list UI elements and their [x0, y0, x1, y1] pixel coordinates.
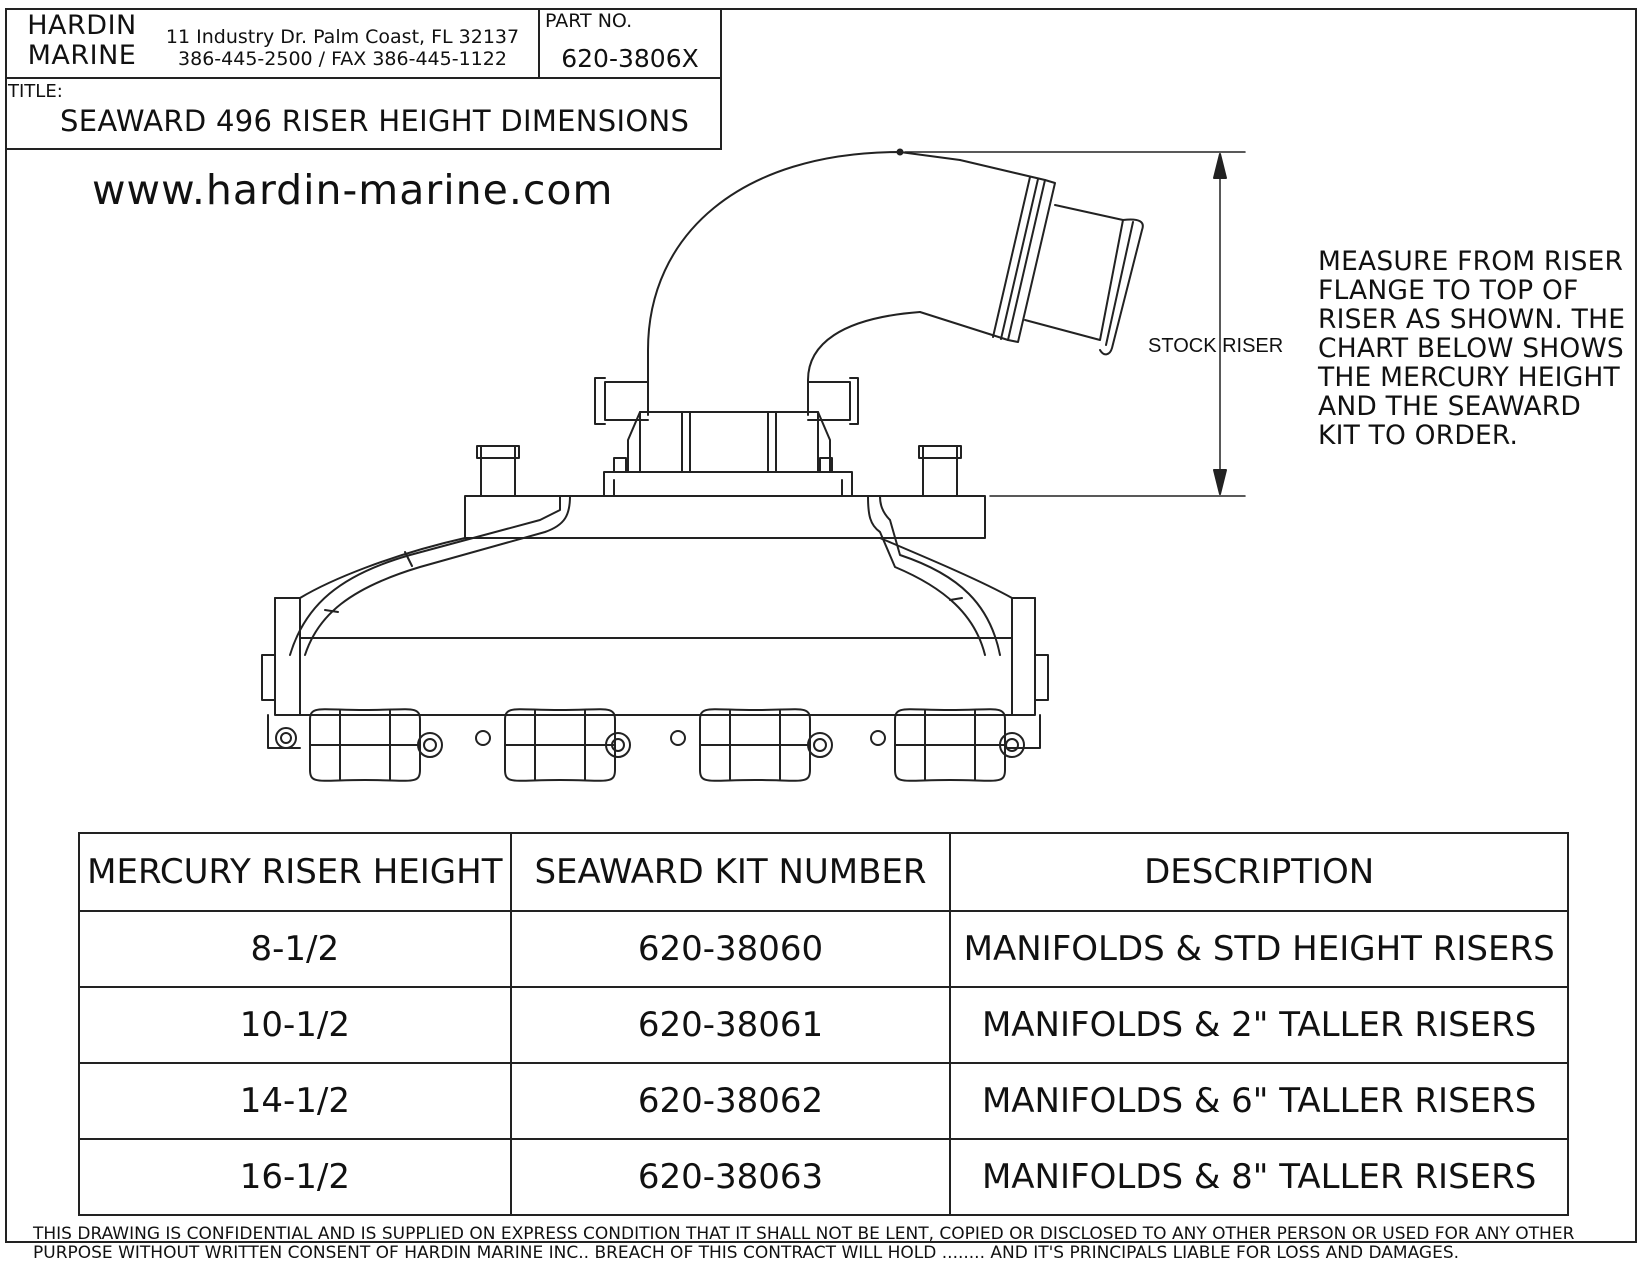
stock-riser-label: STOCK RISER [1148, 335, 1284, 357]
confidentiality-notice: THIS DRAWING IS CONFIDENTIAL AND IS SUPP… [33, 1225, 1633, 1263]
note-line: MEASURE FROM RISER [1318, 246, 1624, 277]
exhaust-port [894, 708, 1006, 782]
title-block [5, 8, 722, 150]
description-cell: MANIFOLDS & 6" TALLER RISERS [949, 1062, 1569, 1140]
riser-height-cell: 8-1/2 [78, 910, 512, 988]
title-label: TITLE: [8, 81, 63, 102]
riser-height-cell: 14-1/2 [78, 1062, 512, 1140]
table-row: 8-1/2 620-38060 MANIFOLDS & STD HEIGHT R… [78, 910, 1569, 988]
exhaust-port [504, 708, 616, 782]
footer-line: PURPOSE WITHOUT WRITTEN CONSENT OF HARDI… [33, 1243, 1460, 1263]
company-line: MARINE [27, 40, 137, 71]
company-address: 11 Industry Dr. Palm Coast, FL 32137 386… [150, 26, 535, 70]
table-row: 10-1/2 620-38061 MANIFOLDS & 2" TALLER R… [78, 986, 1569, 1064]
table-row: 16-1/2 620-38063 MANIFOLDS & 8" TALLER R… [78, 1138, 1569, 1216]
description-cell: MANIFOLDS & 2" TALLER RISERS [949, 986, 1569, 1064]
table-row: 14-1/2 620-38062 MANIFOLDS & 6" TALLER R… [78, 1062, 1569, 1140]
address-line: 11 Industry Dr. Palm Coast, FL 32137 [165, 26, 520, 48]
note-line: FLANGE TO TOP OF [1318, 275, 1579, 306]
description-cell: MANIFOLDS & STD HEIGHT RISERS [949, 910, 1569, 988]
part-no-label: PART NO. [545, 10, 633, 32]
exhaust-port [699, 708, 811, 782]
note-line: KIT TO ORDER. [1318, 420, 1519, 451]
phone-line: 386-445-2500 / FAX 386-445-1122 [178, 48, 507, 70]
note-line: AND THE SEAWARD [1318, 391, 1582, 422]
table-header-row: MERCURY RISER HEIGHT SEAWARD KIT NUMBER … [78, 832, 1569, 912]
footer-line: THIS DRAWING IS CONFIDENTIAL AND IS SUPP… [33, 1224, 1575, 1244]
measurement-note: MEASURE FROM RISER FLANGE TO TOP OF RISE… [1318, 247, 1648, 450]
manifold-riser-drawing [261, 148, 1246, 782]
note-line: RISER AS SHOWN. THE [1318, 304, 1626, 335]
kit-number-cell: 620-38063 [509, 1138, 952, 1216]
website-url: www.hardin-marine.com [92, 166, 614, 214]
title-block-divider [538, 8, 540, 77]
exhaust-manifold [261, 445, 1049, 782]
height-dimension [904, 151, 1246, 497]
part-number: 620-3806X [561, 44, 699, 73]
drawing-frame [5, 8, 1637, 1243]
column-header: MERCURY RISER HEIGHT [78, 832, 512, 912]
riser-height-cell: 10-1/2 [78, 986, 512, 1064]
drawing-title: SEAWARD 496 RISER HEIGHT DIMENSIONS [60, 104, 690, 138]
note-line: THE MERCURY HEIGHT [1318, 362, 1620, 393]
kit-number-cell: 620-38060 [509, 910, 952, 988]
column-header: SEAWARD KIT NUMBER [509, 832, 952, 912]
riser-height-cell: 16-1/2 [78, 1138, 512, 1216]
company-line: HARDIN [27, 10, 137, 41]
title-block-divider [5, 77, 722, 79]
kit-number-cell: 620-38061 [509, 986, 952, 1064]
kit-number-cell: 620-38062 [509, 1062, 952, 1140]
exhaust-port [309, 708, 421, 782]
description-cell: MANIFOLDS & 8" TALLER RISERS [949, 1138, 1569, 1216]
note-line: CHART BELOW SHOWS [1318, 333, 1624, 364]
company-name: HARDIN MARINE [18, 11, 146, 71]
column-header: DESCRIPTION [949, 832, 1569, 912]
riser-elbow [594, 148, 1144, 497]
riser-kit-table: MERCURY RISER HEIGHT SEAWARD KIT NUMBER … [78, 832, 1569, 1216]
